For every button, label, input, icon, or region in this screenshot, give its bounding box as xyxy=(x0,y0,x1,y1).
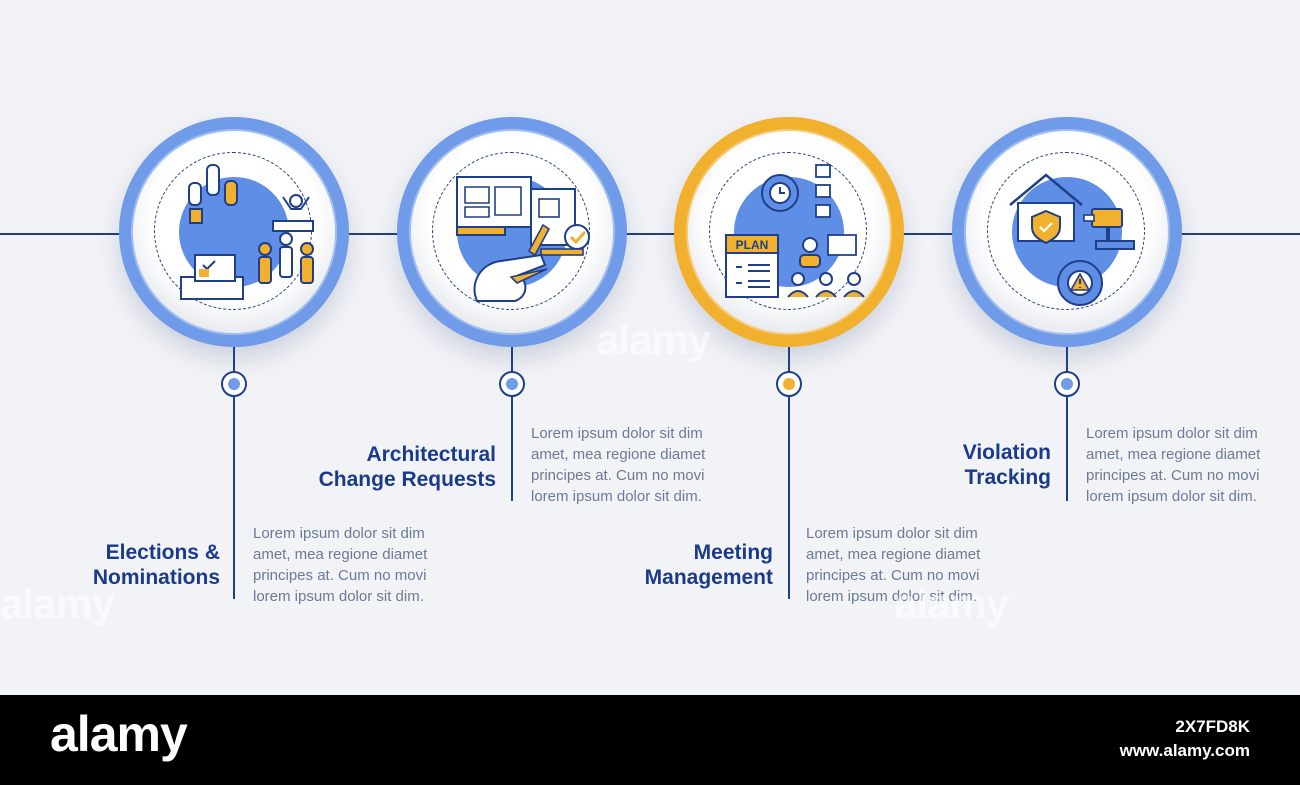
step-architectural: Architectural Change Requests Lorem ipsu… xyxy=(319,0,705,695)
step-description: Lorem ipsum dolor sit dim amet, mea regi… xyxy=(1086,425,1261,505)
alamy-logo: alamy xyxy=(50,706,188,762)
timeline-node xyxy=(776,371,802,397)
site-url: www.alamy.com xyxy=(1119,741,1250,760)
step-description: Lorem ipsum dolor sit dim amet, mea regi… xyxy=(531,425,706,505)
watermark: alamy xyxy=(0,580,115,627)
step-ring xyxy=(397,117,627,347)
step-description: Lorem ipsum dolor sit dim amet, mea regi… xyxy=(806,525,981,605)
step-ring xyxy=(119,117,349,347)
step-meeting: PLAN Meeting Management xyxy=(645,0,980,695)
timeline-axis xyxy=(0,233,1300,235)
plan-label: PLAN xyxy=(736,238,769,252)
step-title: Elections & Nominations xyxy=(92,541,220,589)
step-icon-circle xyxy=(411,131,613,333)
meeting-plan-icon: PLAN xyxy=(725,164,865,298)
step-icon-circle xyxy=(133,131,335,333)
step-description: Lorem ipsum dolor sit dim amet, mea regi… xyxy=(253,525,428,605)
image-code: 2X7FD8K xyxy=(1175,717,1250,736)
infographic: Elections & Nominations Lorem ipsum dolo… xyxy=(0,0,1300,695)
watermark: alamy xyxy=(596,316,711,363)
step-ring xyxy=(952,117,1182,347)
step-title: Architectural Change Requests xyxy=(318,443,496,491)
watermark: alamy xyxy=(894,580,1009,627)
timeline-node xyxy=(499,371,525,397)
step-ring: PLAN xyxy=(674,117,904,347)
footer-bar: alamy 2X7FD8K www.alamy.com xyxy=(0,695,1300,785)
step-icon-circle: PLAN xyxy=(688,131,890,333)
voting-icon xyxy=(180,164,314,300)
timeline-node xyxy=(1054,371,1080,397)
step-elections: Elections & Nominations Lorem ipsum dolo… xyxy=(93,0,427,695)
step-violation: Violation Tracking Lorem ipsum dolor sit… xyxy=(947,0,1260,695)
step-title: Violation Tracking xyxy=(962,441,1051,489)
violation-icon xyxy=(1009,173,1135,306)
step-title: Meeting Management xyxy=(644,541,773,589)
step-icon-circle xyxy=(966,131,1168,333)
timeline-node xyxy=(221,371,247,397)
blueprint-icon xyxy=(456,176,590,302)
